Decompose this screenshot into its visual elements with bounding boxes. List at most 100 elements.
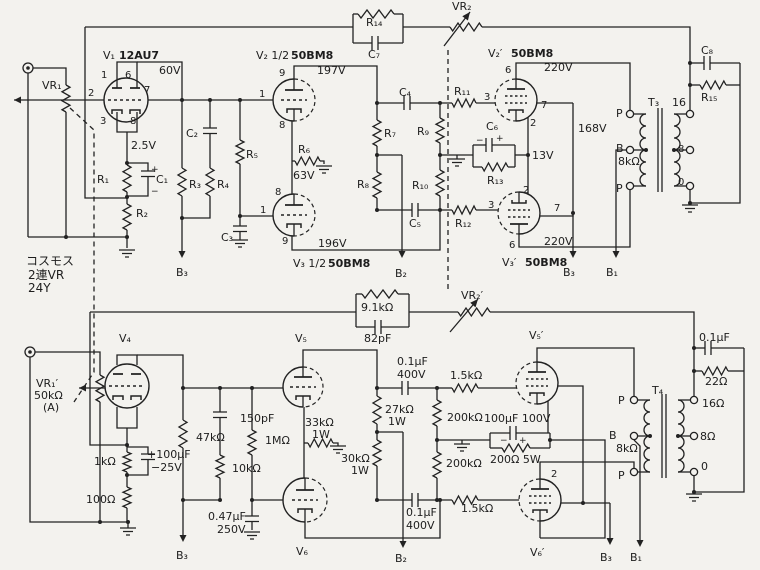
transformer-terminal bbox=[625, 145, 635, 155]
schematic-label: − bbox=[151, 187, 159, 197]
vacuum-tube-envelope bbox=[518, 478, 541, 522]
supply-arrow-head bbox=[398, 251, 406, 258]
junction-dot bbox=[644, 148, 648, 152]
schematic-label: V₅′ bbox=[529, 329, 544, 342]
resistor-symbol bbox=[176, 167, 188, 197]
transformer-terminal bbox=[625, 181, 635, 191]
wire bbox=[304, 500, 441, 539]
tube-cathode-icon bbox=[111, 109, 141, 114]
junction-dot bbox=[218, 386, 222, 390]
schematic-label: R₁₄ bbox=[366, 16, 383, 29]
schematic-label: 0.1μF bbox=[699, 331, 730, 344]
schematic-label: B₂ bbox=[395, 552, 407, 565]
supply-arrow-head bbox=[178, 251, 186, 258]
schematic-label: P bbox=[616, 107, 623, 120]
vacuum-tube-envelope bbox=[515, 78, 538, 122]
wire bbox=[127, 176, 149, 197]
schematic-label: 0 bbox=[678, 177, 684, 188]
vacuum-tube-envelope bbox=[494, 78, 517, 122]
junction-dot bbox=[676, 434, 680, 438]
resistor-symbol bbox=[371, 439, 383, 467]
schematic-label: V₅ bbox=[295, 332, 307, 345]
supply-wire bbox=[615, 149, 626, 252]
schematic-label: 0.1μF bbox=[397, 355, 428, 368]
wiper-arrow-head bbox=[470, 299, 478, 308]
schematic-label: B₁ bbox=[630, 551, 642, 564]
junction-dot bbox=[672, 148, 676, 152]
resistor-symbol bbox=[361, 288, 399, 300]
schematic-label: V₁ bbox=[103, 49, 115, 62]
transformer-terminal bbox=[629, 395, 639, 405]
schematic-label: P bbox=[618, 394, 625, 407]
schematic-label: 7 bbox=[541, 100, 547, 111]
transformer-terminal bbox=[685, 145, 695, 155]
schematic-label: 33kΩ bbox=[305, 416, 334, 429]
schematic-label: 200kΩ bbox=[447, 411, 483, 424]
capacitor-symbol bbox=[411, 493, 419, 507]
schematic-label: 1MΩ bbox=[265, 434, 290, 447]
schematic-label: R₁₀ bbox=[412, 179, 429, 192]
capacitor-symbol bbox=[401, 381, 409, 395]
wire bbox=[302, 349, 378, 396]
capacitor-symbol bbox=[485, 138, 493, 152]
junction-dot bbox=[126, 520, 130, 524]
schematic-label: R₄ bbox=[217, 178, 230, 191]
capacitor-symbol bbox=[411, 203, 419, 217]
junction-dot bbox=[180, 98, 184, 102]
schematic-label: 6 bbox=[509, 240, 515, 251]
schematic-label: − bbox=[476, 136, 484, 146]
vacuum-tube-envelope bbox=[103, 77, 149, 123]
schematic-label: + bbox=[151, 165, 159, 175]
resistor-symbol bbox=[434, 117, 446, 144]
junction-dot bbox=[438, 101, 442, 105]
schematic-label: R₁₂ bbox=[455, 217, 471, 230]
resistor-symbol bbox=[214, 454, 226, 479]
schematic-label: 0 bbox=[701, 460, 708, 473]
wire bbox=[690, 63, 741, 204]
resistor-symbol bbox=[371, 171, 383, 199]
resistor-symbol bbox=[234, 139, 246, 165]
resistor-symbol bbox=[481, 161, 509, 173]
junction-dot bbox=[375, 153, 379, 157]
ground-symbol bbox=[316, 165, 332, 174]
ground-symbol bbox=[330, 445, 346, 454]
capacitor-symbol bbox=[203, 127, 217, 135]
junction-dot bbox=[435, 438, 439, 442]
wire bbox=[116, 354, 138, 365]
resistor-symbol bbox=[121, 451, 133, 473]
schematic-label: 10kΩ bbox=[232, 462, 261, 475]
schematic-label: 7 bbox=[554, 203, 560, 214]
input-jack-icon bbox=[24, 346, 36, 358]
resistor-symbol bbox=[501, 442, 531, 454]
schematic-label: V₂′ bbox=[488, 47, 503, 60]
schematic-label: 27kΩ bbox=[385, 403, 414, 416]
schematic-label: 250V bbox=[217, 523, 246, 536]
wire bbox=[291, 210, 441, 251]
transformer-terminal bbox=[629, 467, 639, 477]
schematic-label: 1 bbox=[259, 89, 265, 100]
schematic-label: R₅ bbox=[246, 148, 258, 161]
schematic-label: C₄ bbox=[399, 86, 412, 99]
transformer-core bbox=[661, 394, 667, 478]
schematic-label: 24Y bbox=[28, 281, 51, 295]
supply-arrow-head bbox=[636, 540, 644, 547]
schematic-label: 1W bbox=[312, 428, 330, 441]
junction-dot bbox=[581, 501, 585, 505]
tube-cathode-icon bbox=[112, 395, 142, 400]
schematic-label: C₃ bbox=[221, 231, 233, 244]
capacitor-symbol bbox=[213, 411, 227, 419]
wire bbox=[320, 160, 325, 164]
vacuum-tube-envelope bbox=[518, 191, 541, 235]
schematic-label: 63V bbox=[293, 169, 315, 182]
junction-dot bbox=[125, 195, 129, 199]
resistor-symbol bbox=[121, 203, 133, 231]
resistor-symbol bbox=[307, 437, 334, 449]
schematic-label: 1 bbox=[101, 70, 107, 81]
schematic-label: 196V bbox=[318, 237, 347, 250]
schematic-label: 3 bbox=[484, 92, 490, 103]
resistor-symbol bbox=[449, 21, 483, 33]
schematic-label: 2 bbox=[88, 88, 94, 99]
capacitor-symbol bbox=[245, 515, 259, 523]
supply-arrow-head bbox=[399, 541, 407, 548]
